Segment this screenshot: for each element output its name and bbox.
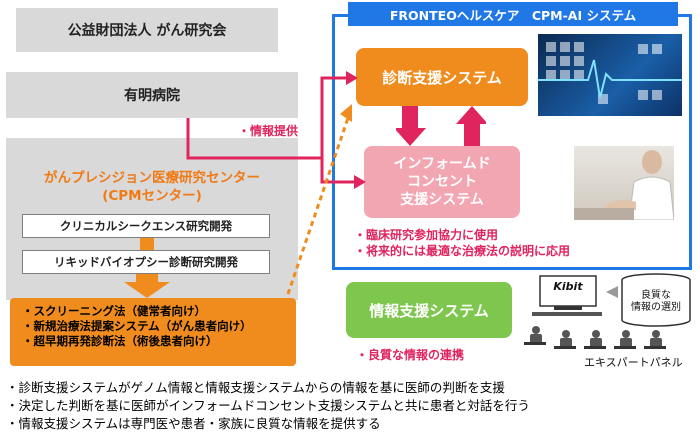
database-icon: [621, 273, 691, 327]
heartbeat-icon: [538, 42, 682, 104]
down-arrow-icon: [124, 274, 170, 298]
doctor-icon: [574, 150, 674, 220]
database-label: 良質な 情報の選別: [622, 290, 690, 314]
info-provide-label: ・情報提供: [238, 124, 299, 138]
output-item: ・超早期再発診断法（術後患者向け）: [22, 334, 218, 348]
data-dashboard-image: [538, 34, 682, 116]
footer-line: ・決定した判断を基に医師がインフォームドコンセント支援システムと共に患者と対話を…: [6, 398, 530, 413]
output-item: ・新規治療法提案システム（がん患者向け）: [22, 319, 252, 333]
cpm-center-title: がんプレシジョン医療研究センター: [44, 170, 260, 186]
ic-system-line: インフォームド: [393, 156, 491, 172]
quality-info-link-label: ・良質な情報の連携: [356, 348, 465, 362]
bidirectional-arrows-icon: [396, 106, 486, 146]
informed-consent-support-system: インフォームド コンセント 支援システム: [364, 146, 520, 218]
expert-avatars-icon: [524, 326, 666, 349]
footer-line: ・情報支援システムは専門医や患者・家族に良質な情報を提供する: [6, 416, 381, 431]
information-support-system: 情報支援システム: [346, 282, 512, 338]
expert-panel-label: エキスパートパネル: [584, 356, 683, 369]
connector-bar: [140, 238, 154, 250]
kibit-label: Kibit: [553, 280, 583, 293]
expert-panel-illustration: [524, 273, 691, 349]
database-label-line: 情報の選別: [631, 302, 681, 313]
kibit-terminal-icon: [532, 275, 602, 316]
cpm-center-subtitle: (CPMセンター): [102, 188, 202, 204]
use-item: ・臨床研究参加協力に使用: [354, 228, 499, 242]
hospital-title: 有明病院: [6, 72, 298, 118]
use-item: ・将来的には最適な治療法の説明に応用: [354, 244, 571, 258]
ic-system-line: コンセント: [407, 174, 477, 190]
research-box-clinical-sequence: クリニカルシークエンス研究開発: [22, 214, 270, 238]
diagnosis-support-system: 診断支援システム: [356, 48, 528, 106]
cpm-ai-frame-title: FRONTEOヘルスケア CPM-AI システム: [348, 2, 678, 26]
ic-system-line: 支援システム: [400, 192, 484, 208]
footer-line: ・診断支援システムがゲノム情報と情報支援システムからの情報を基に医師の判断を支援: [6, 380, 505, 395]
outputs-box: ・スクリーニング法（健常者向け） ・新規治療法提案システム（がん患者向け） ・超…: [10, 298, 296, 366]
database-label-line: 良質な: [641, 290, 671, 301]
foundation-title: 公益財団法人 がん研究会: [16, 8, 278, 52]
output-item: ・スクリーニング法（健常者向け）: [22, 304, 206, 318]
doctor-consultation-image: [574, 146, 674, 220]
research-box-liquid-biopsy: リキッドバイオプシー診断研究開発: [22, 250, 270, 274]
